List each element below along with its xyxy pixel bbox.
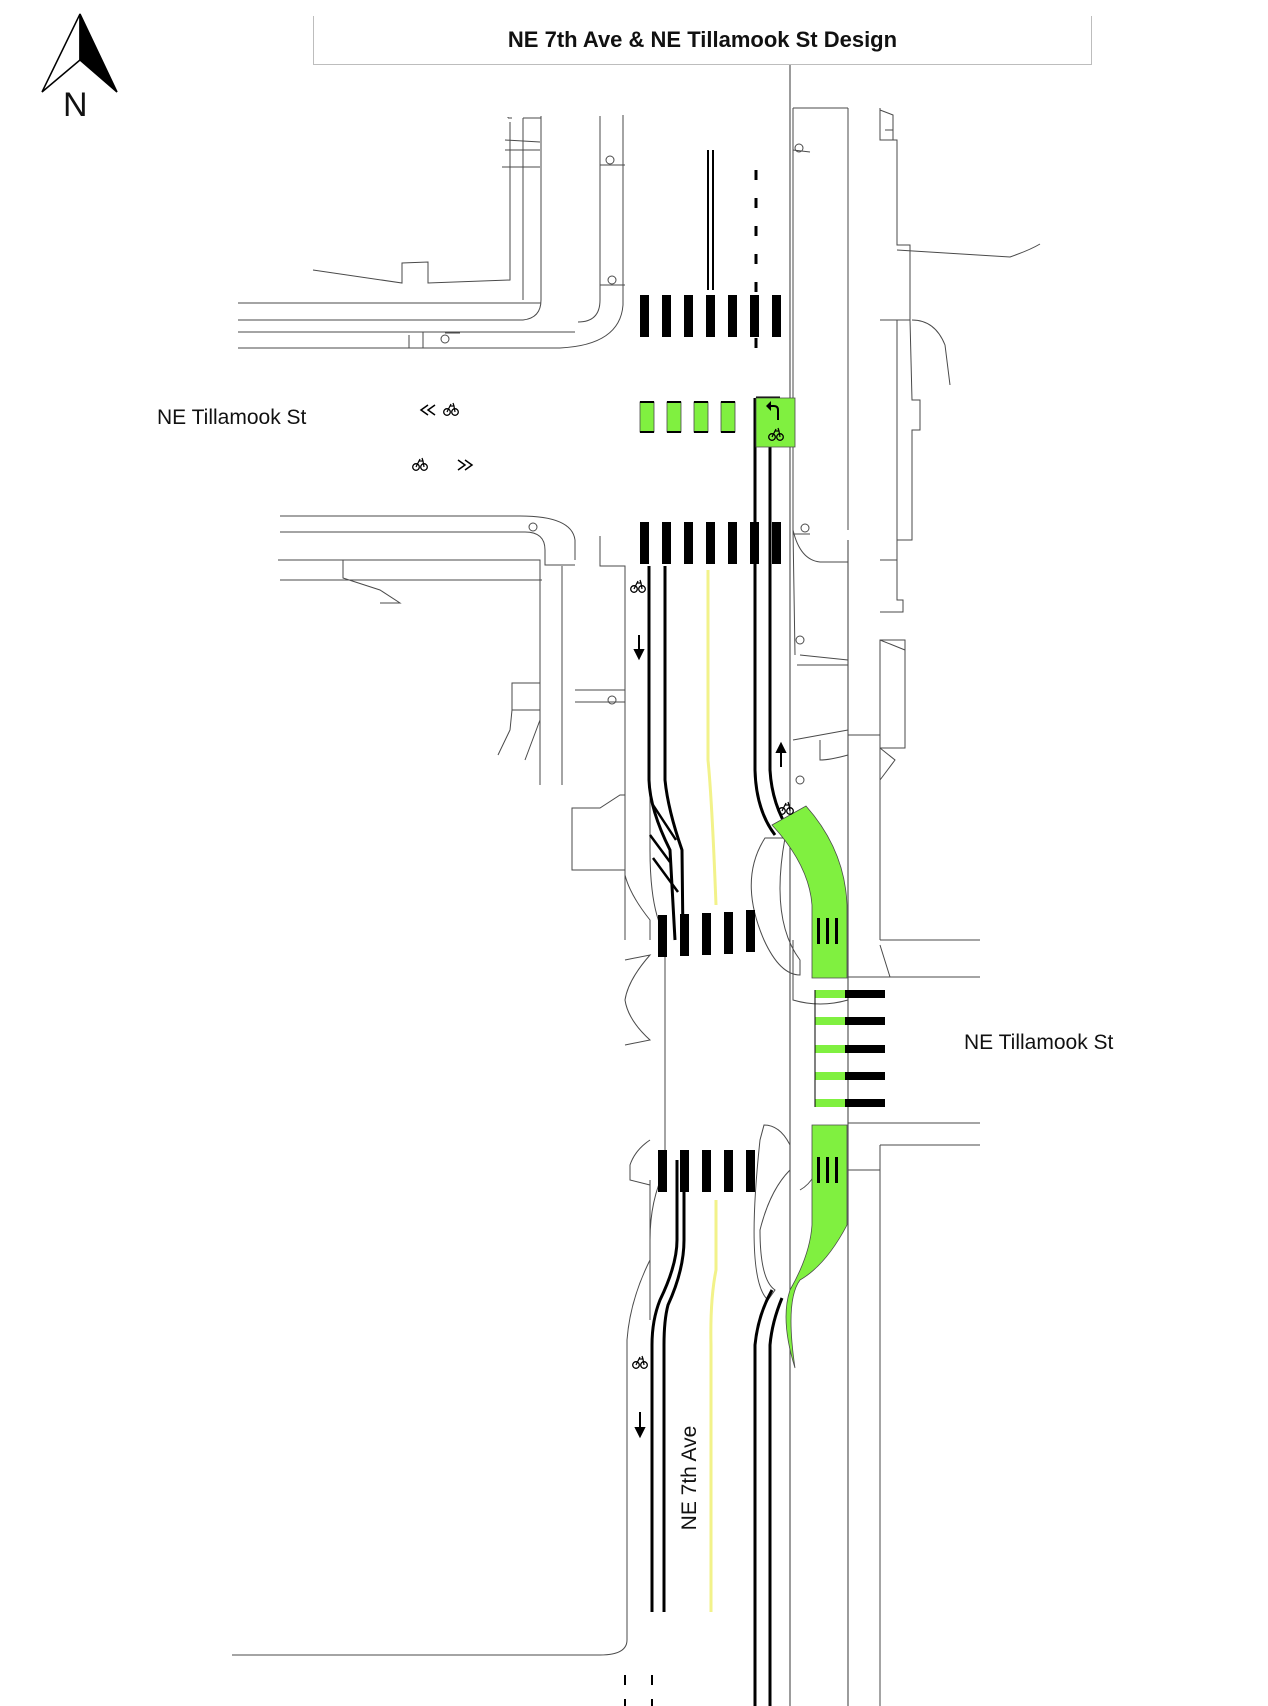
west-bike-crossing-dashes	[640, 401, 735, 433]
title-box: NE 7th Ave & NE Tillamook St Design	[313, 16, 1092, 65]
crosswalk-north-bottom	[640, 522, 781, 564]
crosswalk-middle-west	[658, 910, 755, 957]
street-label-west: NE Tillamook St	[157, 406, 307, 429]
curb-lines	[232, 107, 1041, 1706]
north-arrow-icon	[41, 13, 118, 93]
arrow-up-icon	[775, 741, 787, 767]
ne-bike-lane-curve	[771, 805, 848, 979]
sharrow-icon	[411, 402, 474, 472]
bike-box	[755, 397, 796, 448]
lane-markings	[624, 150, 792, 1706]
bike-lane-crossing-bars	[817, 918, 838, 1183]
street-label-avenue: NE 7th Ave	[678, 1425, 701, 1531]
se-bike-lane-curve	[785, 1124, 848, 1369]
crosswalk-north-top	[640, 295, 781, 337]
arrow-down-icon	[633, 635, 646, 1439]
avenue-edges	[789, 60, 849, 1706]
street-label-east: NE Tillamook St	[964, 1031, 1114, 1054]
crosswalk-south-west	[658, 1150, 755, 1192]
bike-box-icon	[766, 401, 784, 441]
page-title: NE 7th Ave & NE Tillamook St Design	[507, 27, 898, 52]
crosswalk-east	[814, 990, 885, 1107]
north-label: N	[63, 86, 88, 124]
yellow-centerline	[706, 570, 718, 1612]
